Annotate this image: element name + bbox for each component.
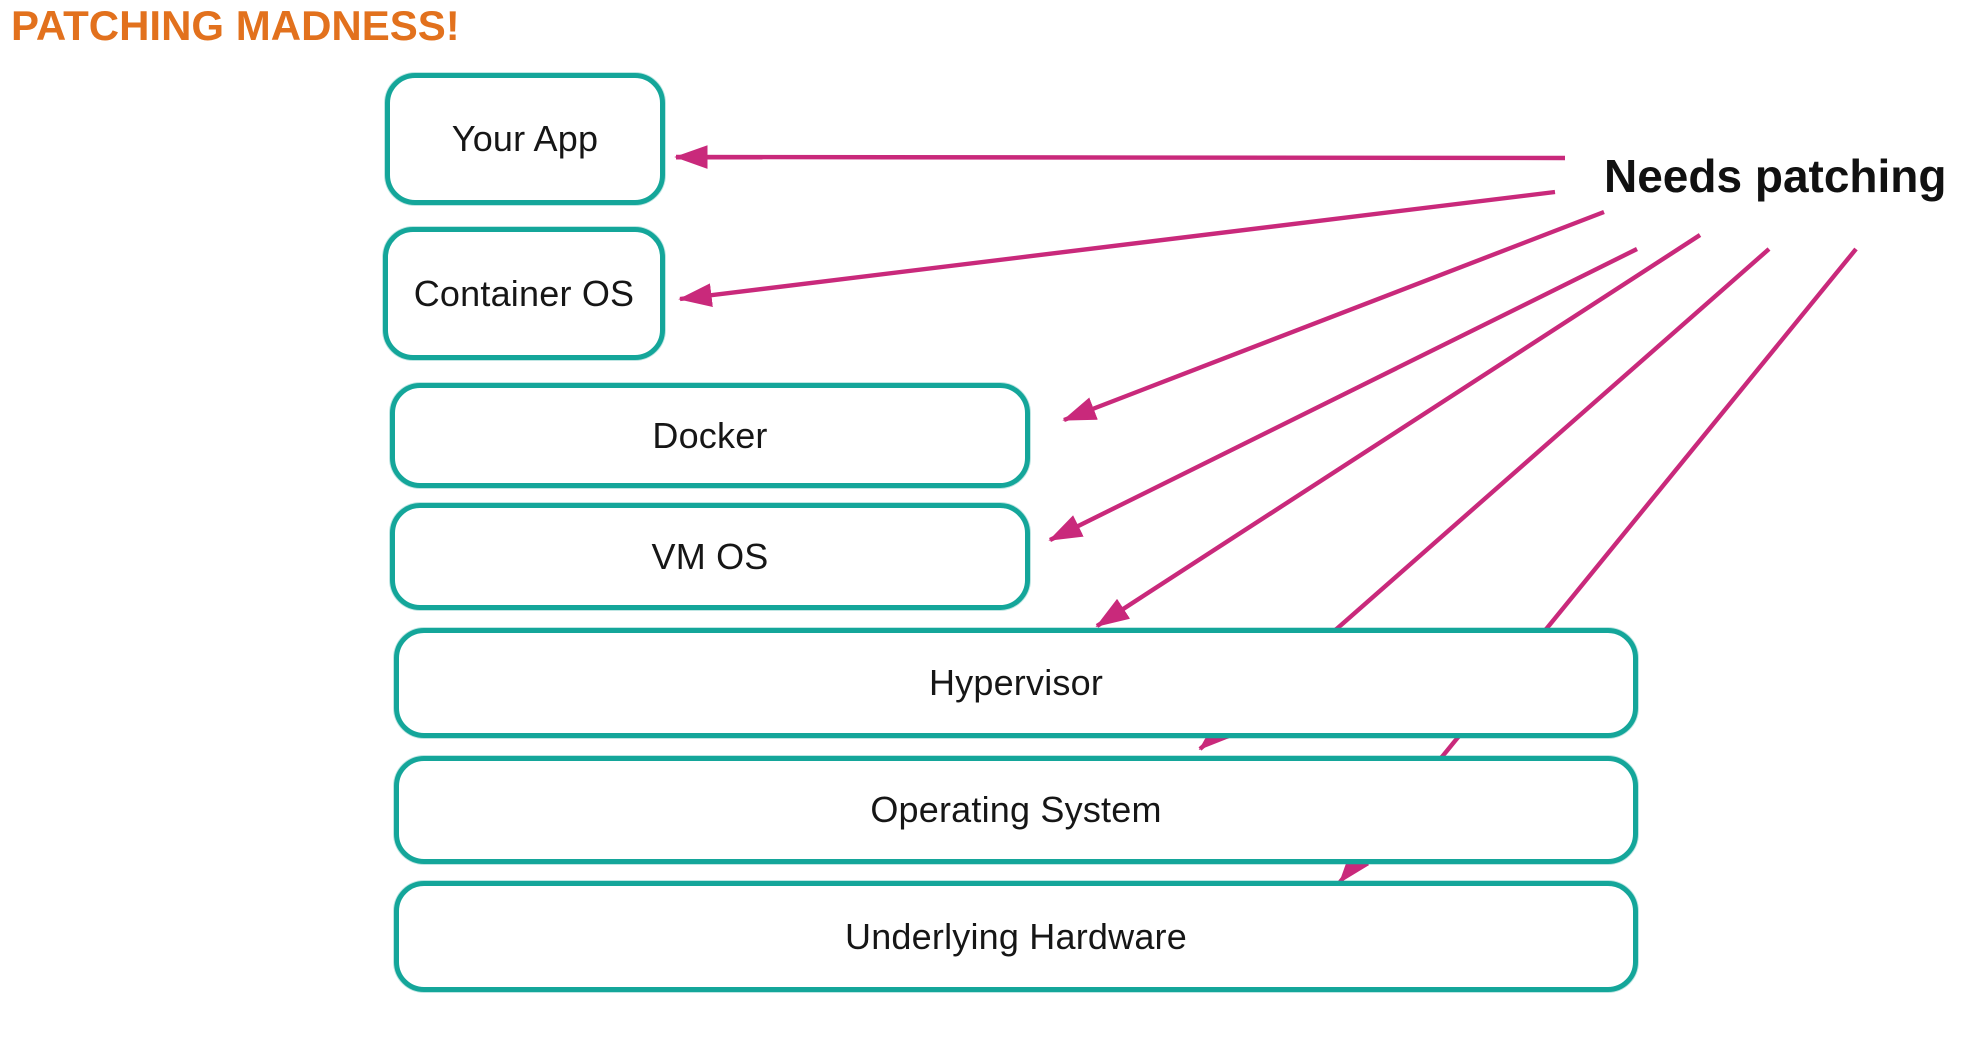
box-label-your-app: Your App: [451, 118, 599, 159]
box-vm-os: VM OS: [390, 503, 1030, 610]
box-label-operating-system: Operating System: [870, 789, 1162, 830]
arrow-to-container-os: [678, 189, 1556, 307]
box-underlying-hardware: Underlying Hardware: [394, 881, 1638, 992]
box-label-underlying-hardware: Underlying Hardware: [845, 915, 1187, 957]
box-your-app: Your App: [385, 73, 665, 205]
box-label-container-os: Container OS: [413, 272, 635, 314]
arrow-to-vm-os: [1048, 247, 1638, 542]
arrow-to-your-app: [674, 145, 1566, 169]
box-container-os: Container OS: [383, 227, 665, 360]
arrow-to-docker: [1062, 209, 1605, 423]
box-label-docker: Docker: [652, 414, 768, 456]
box-operating-system: Operating System: [394, 756, 1638, 864]
arrow-to-hypervisor: [1095, 233, 1702, 628]
box-docker: Docker: [390, 383, 1030, 488]
box-label-hypervisor: Hypervisor: [928, 662, 1104, 703]
page-title: PATCHING MADNESS!: [11, 2, 460, 49]
needs-patching-label: Needs patching: [1604, 150, 1947, 202]
box-label-vm-os: VM OS: [651, 535, 769, 577]
box-hypervisor: Hypervisor: [394, 628, 1638, 738]
